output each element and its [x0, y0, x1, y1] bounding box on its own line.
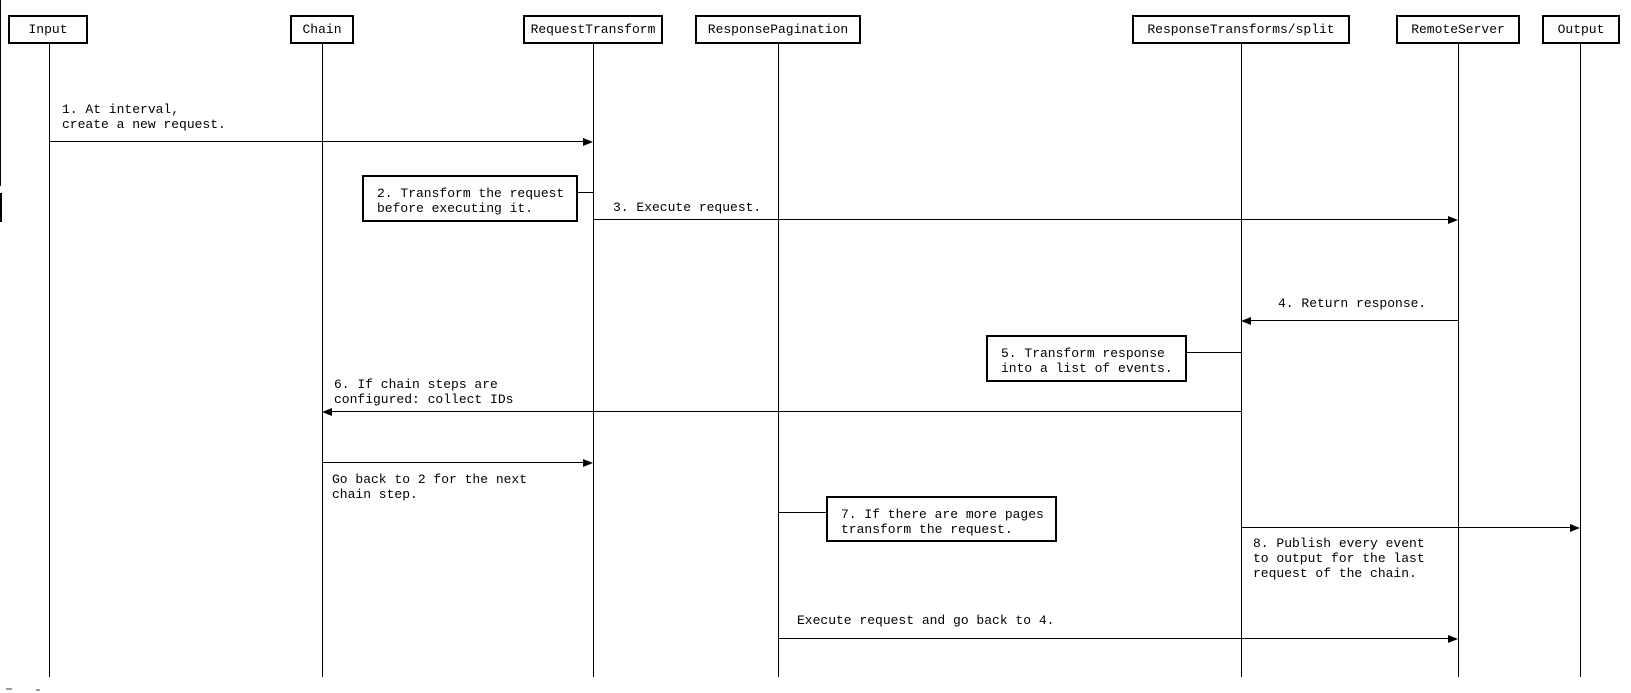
actor-box-chain: Chain: [290, 15, 354, 44]
note-connector-7: [778, 512, 826, 513]
note-box-7: 7. If there are more pages transform the…: [826, 496, 1057, 542]
lifeline-response-transforms-split: [1241, 44, 1242, 677]
actor-label-response-transforms-split: ResponseTransforms/split: [1147, 22, 1335, 37]
message-label-4: 4. Return response.: [1278, 296, 1427, 311]
message-arrow-3: [593, 219, 1449, 220]
message-arrow-6: [332, 411, 1241, 412]
message-label-1: 1. At interval, create a new request.: [62, 102, 226, 132]
message-arrow-4: [1251, 320, 1458, 321]
actor-box-input: Input: [8, 15, 88, 44]
arrowhead-left-icon: [1241, 316, 1251, 325]
message-arrow-1: [49, 141, 584, 142]
message-label-9: Execute request and go back to 4.: [797, 613, 1055, 628]
note-box-5: 5. Transform response into a list of eve…: [986, 335, 1187, 382]
actor-box-response-transforms-split: ResponseTransforms/split: [1132, 15, 1350, 44]
message-label-8: 8. Publish every event to output for the…: [1253, 536, 1425, 581]
actor-box-remote-server: RemoteServer: [1396, 15, 1520, 44]
lifeline-chain: [322, 44, 323, 677]
lifeline-remote-server: [1458, 44, 1459, 677]
arrowhead-right-icon: [1570, 523, 1580, 532]
message-arrow-8: [1241, 527, 1571, 528]
screen-edge-bracket-artifact: [0, 193, 2, 222]
arrowhead-right-icon: [583, 458, 593, 467]
lifeline-input: [49, 44, 50, 677]
actor-label-chain: Chain: [302, 22, 342, 37]
arrowhead-right-icon: [583, 137, 593, 146]
message-label-3: 3. Execute request.: [613, 200, 762, 215]
message-arrow-7: [322, 462, 584, 463]
actor-label-response-pagination: ResponsePagination: [707, 22, 849, 37]
note-box-2: 2. Transform the request before executin…: [362, 175, 578, 222]
note-connector-5: [1187, 352, 1241, 353]
message-arrow-9: [778, 638, 1449, 639]
actor-label-remote-server: RemoteServer: [1411, 22, 1505, 37]
bottom-speck-artifact: [6, 688, 12, 690]
arrowhead-left-icon: [322, 407, 332, 416]
bottom-speck-artifact: [36, 689, 40, 691]
actor-box-request-transform: RequestTransform: [523, 15, 663, 44]
arrowhead-right-icon: [1448, 634, 1458, 643]
actor-box-output: Output: [1542, 15, 1620, 44]
actor-label-request-transform: RequestTransform: [530, 22, 656, 37]
note-connector-2: [578, 192, 593, 193]
screen-edge-line-artifact: [0, 0, 1, 186]
lifeline-request-transform: [593, 44, 594, 677]
message-label-6: 6. If chain steps are configured: collec…: [334, 377, 514, 407]
lifeline-output: [1580, 44, 1581, 677]
lifeline-response-pagination: [778, 44, 779, 677]
actor-label-output: Output: [1557, 22, 1605, 37]
arrowhead-right-icon: [1448, 215, 1458, 224]
message-label-7: Go back to 2 for the next chain step.: [332, 472, 528, 502]
actor-box-response-pagination: ResponsePagination: [695, 15, 861, 44]
actor-label-input: Input: [28, 22, 68, 37]
